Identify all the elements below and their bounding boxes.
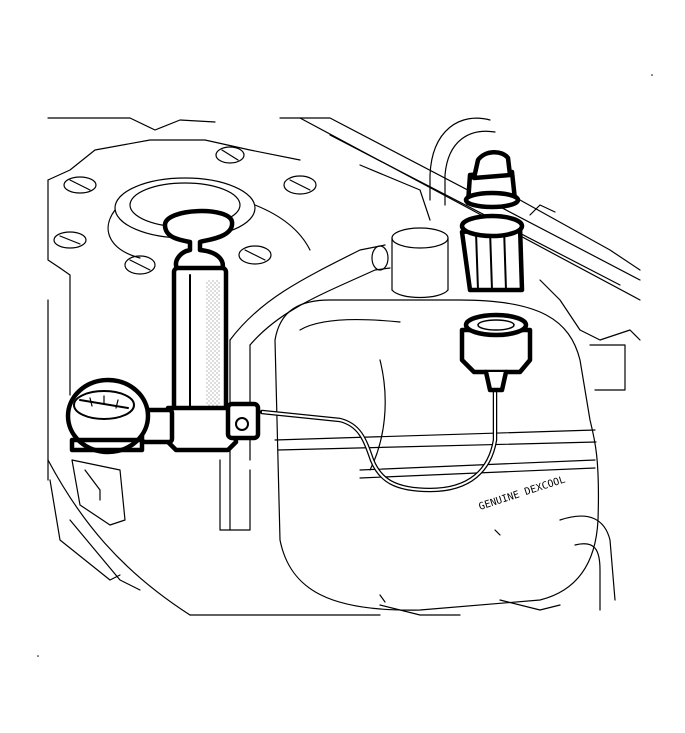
cover-bolt — [215, 146, 245, 164]
cover-bolt — [63, 176, 97, 194]
pressure-gauge — [65, 377, 151, 455]
tester-hose — [259, 372, 498, 493]
reservoir-molded-text: GENUINE DEXCOOL — [478, 474, 567, 512]
radiator-cap — [463, 150, 521, 210]
coolant-reservoir: GENUINE DEXCOOL — [274, 117, 600, 611]
cover-bolt — [124, 255, 156, 275]
cover-bolt — [238, 245, 272, 265]
hand-pump — [139, 208, 261, 453]
print-marks — [37, 74, 653, 657]
cover-bolt — [283, 175, 317, 195]
mounting-bracket — [49, 459, 126, 581]
cap-adapter — [459, 213, 525, 293]
reservoir-adapter — [459, 312, 533, 393]
cover-bolt — [53, 231, 87, 249]
engine-background — [47, 117, 641, 616]
